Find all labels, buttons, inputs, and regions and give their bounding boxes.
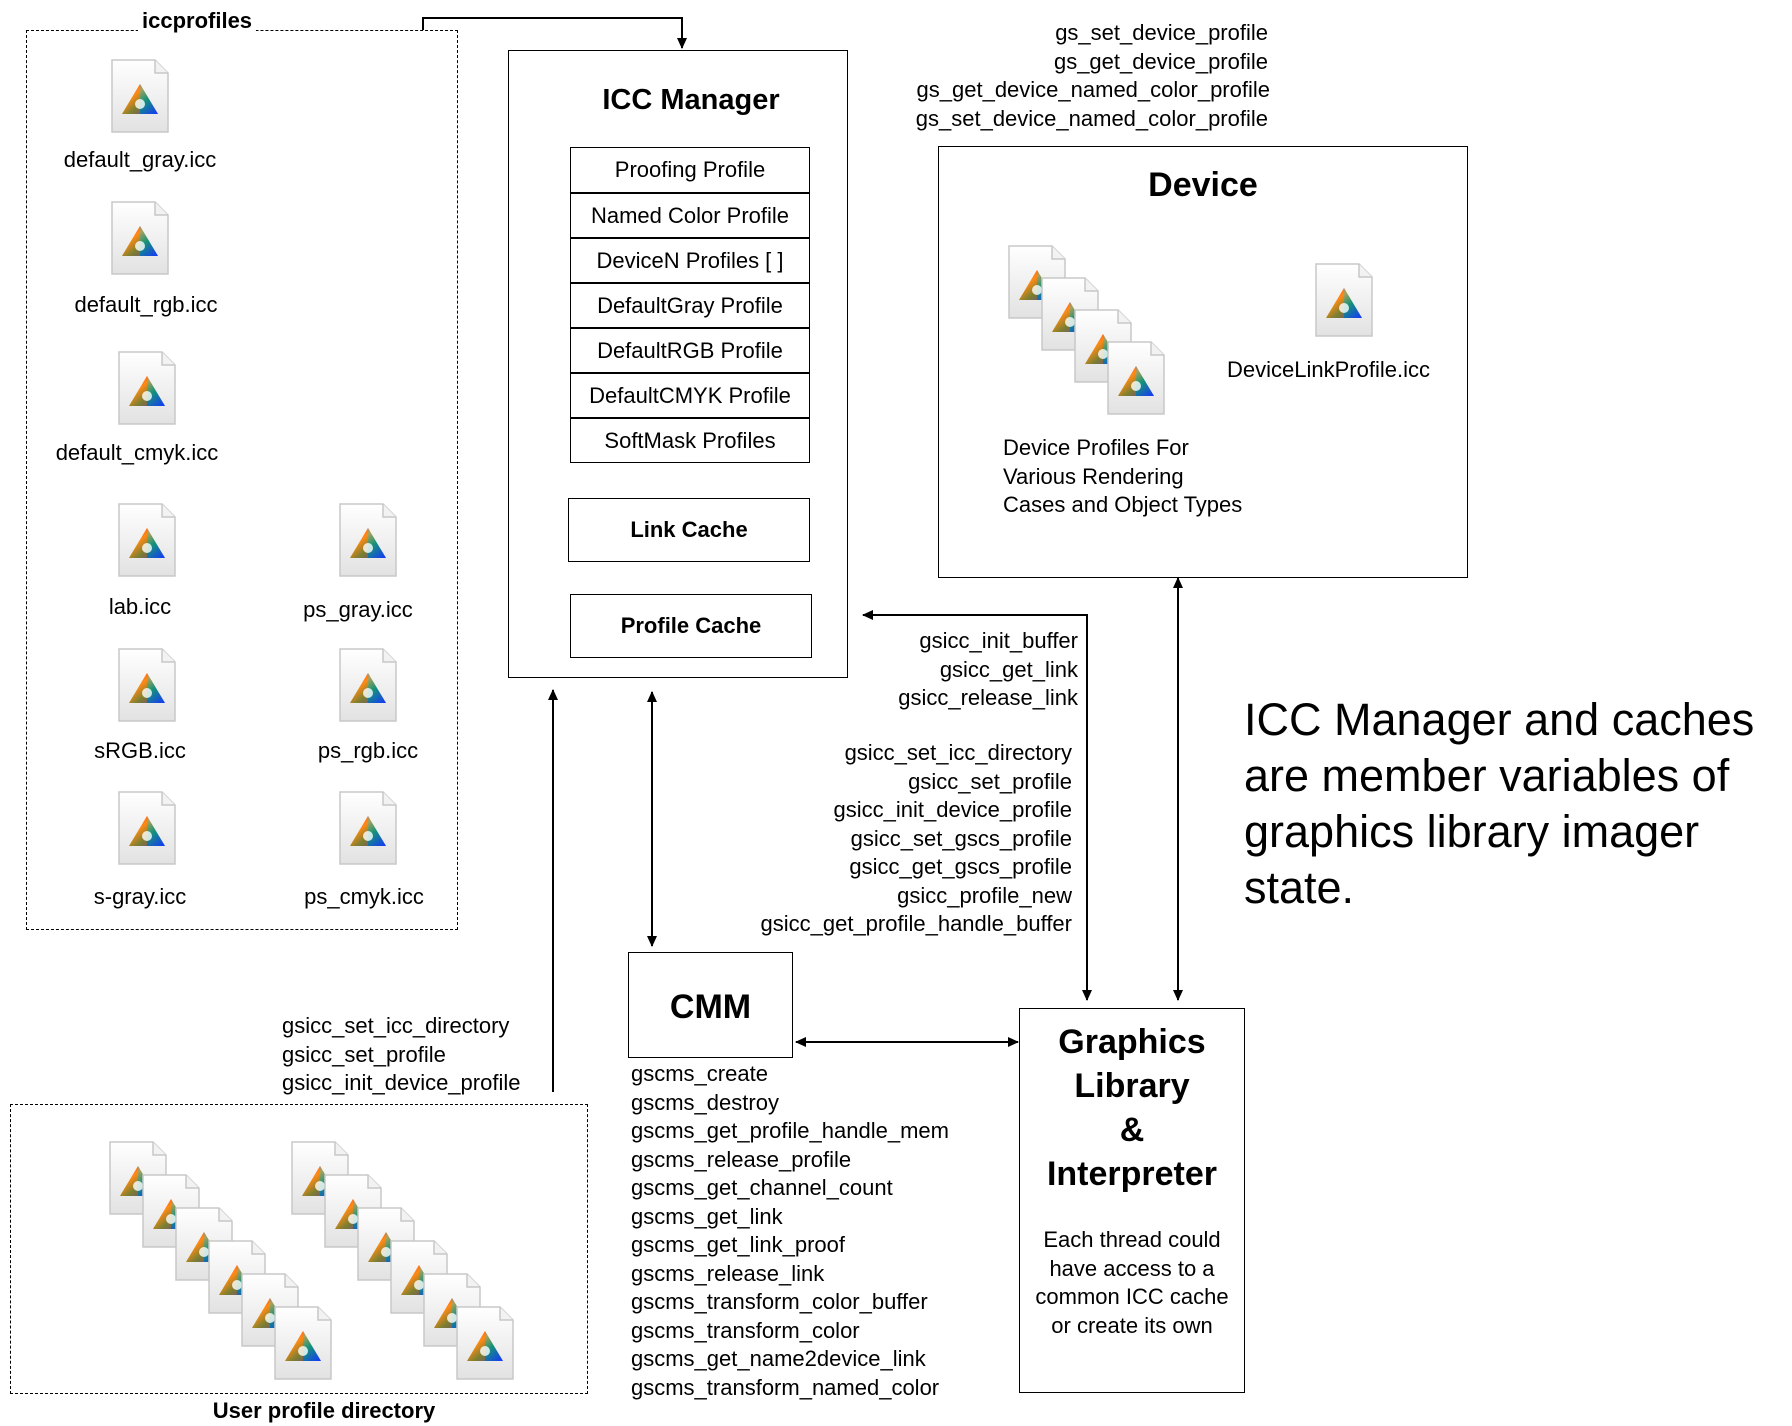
graphics-library-box: [1019, 1008, 1245, 1393]
manager-api-fn: gsicc_release_link: [898, 685, 1078, 710]
slot-named-color-profile: Named Color Profile: [570, 193, 810, 238]
device-profiles-caption-line: Device Profiles For: [1003, 435, 1189, 460]
icc-file-icon: [337, 647, 399, 723]
graphics-note-line: Each thread could: [1043, 1227, 1221, 1252]
slot-proofing-profile: Proofing Profile: [570, 147, 810, 193]
profile-cache-box: Profile Cache: [570, 594, 812, 658]
slot-defaultrgb-profile: DefaultRGB Profile: [570, 328, 810, 373]
manager-api-fn: gsicc_get_gscs_profile: [849, 854, 1072, 879]
graphics-title-line: Interpreter: [1046, 1155, 1218, 1193]
manager-api-fn: gsicc_init_buffer: [919, 628, 1078, 653]
cmm-api-fn: gscms_get_profile_handle_mem: [631, 1118, 949, 1143]
icc-file-icon: [454, 1305, 516, 1381]
manager-profile-api-list: gsicc_set_icc_directory gsicc_set_profil…: [700, 739, 1073, 939]
cmm-api-fn: gscms_transform_color: [631, 1317, 860, 1343]
icc-manager-title: ICC Manager: [602, 84, 780, 116]
icc-file-icon: [272, 1305, 334, 1381]
file-default-gray: default_gray.icc: [63, 147, 217, 172]
icc-file-icon: [116, 502, 178, 578]
icc-file-icon: [337, 790, 399, 866]
cmm-box: [628, 952, 793, 1058]
cmm-api-fn: gscms_release_profile: [631, 1146, 852, 1172]
cmm-api-fn: gscms_get_name2device_link: [631, 1346, 926, 1371]
file-lab: lab.icc: [108, 594, 172, 619]
icc-file-icon: [1105, 340, 1167, 416]
user-profile-directory-title: User profile directory: [212, 1398, 436, 1423]
graphics-title-line: Library: [1074, 1067, 1190, 1105]
device-api-fn: gs_get_device_profile: [1053, 48, 1268, 74]
device-api-fn: gs_get_device_named_color_profile: [916, 77, 1270, 102]
file-default-rgb: default_rgb.icc: [74, 292, 218, 317]
cmm-title: CMM: [669, 988, 752, 1026]
link-cache-box: Link Cache: [568, 498, 810, 562]
manager-api-fn: gsicc_set_icc_directory: [844, 740, 1072, 765]
cmm-api-fn: gscms_get_link_proof: [631, 1232, 846, 1257]
graphics-note-line: or create its own: [1051, 1312, 1213, 1338]
icc-file-icon: [116, 790, 178, 866]
cmm-api-fn: gscms_get_link: [631, 1203, 783, 1229]
file-default-cmyk: default_cmyk.icc: [55, 440, 219, 465]
device-api-list: gs_set_device_profile gs_get_device_prof…: [860, 19, 1270, 133]
cmm-api-fn: gscms_create: [631, 1061, 768, 1086]
graphics-note-line: common ICC cache: [1035, 1284, 1229, 1309]
icc-file-icon: [109, 58, 171, 134]
device-api-fn: gs_set_device_named_color_profile: [915, 105, 1268, 131]
note-line: state.: [1244, 862, 1355, 913]
device-box: [938, 146, 1468, 578]
imager-state-note: ICC Manager and caches are member variab…: [1244, 692, 1754, 916]
cmm-api-fn: gscms_transform_named_color: [631, 1374, 940, 1400]
slot-softmask-profiles: SoftMask Profiles: [570, 418, 810, 463]
note-line: are member variables of: [1244, 750, 1730, 801]
icc-file-icon: [109, 200, 171, 276]
icc-file-icon: [116, 647, 178, 723]
cmm-api-fn: gscms_destroy: [631, 1089, 779, 1115]
manager-api-fn: gsicc_get_profile_handle_buffer: [760, 911, 1073, 936]
slot-defaultcmyk-profile: DefaultCMYK Profile: [570, 373, 810, 418]
manager-api-fn: gsicc_get_link: [939, 656, 1078, 682]
file-srgb: sRGB.icc: [94, 738, 186, 763]
cmm-api-fn: gscms_release_link: [631, 1260, 825, 1286]
iccprofiles-title: iccprofiles: [138, 10, 257, 32]
graphics-library-title: Graphics Library & Interpreter: [1019, 1020, 1245, 1196]
manager-api-fn: gsicc_set_profile: [908, 768, 1072, 794]
device-api-fn: gs_set_device_profile: [1055, 20, 1268, 45]
file-ps-cmyk: ps_cmyk.icc: [304, 884, 424, 909]
file-ps-gray: ps_gray.icc: [303, 597, 413, 622]
file-s-gray: s-gray.icc: [93, 884, 187, 909]
icc-file-icon: [337, 502, 399, 578]
manager-api-fn: gsicc_set_gscs_profile: [850, 825, 1072, 851]
user-dir-api-list: gsicc_set_icc_directory gsicc_set_profil…: [282, 1012, 520, 1098]
slot-defaultgray-profile: DefaultGray Profile: [570, 283, 810, 328]
cmm-api-list: gscms_create gscms_destroy gscms_get_pro…: [631, 1060, 949, 1402]
manager-api-fn: gsicc_init_device_profile: [833, 797, 1072, 822]
graphics-thread-note: Each thread could have access to a commo…: [1019, 1226, 1245, 1340]
slot-devicen-profiles: DeviceN Profiles [ ]: [570, 238, 810, 283]
graphics-title-line: &: [1119, 1111, 1145, 1149]
note-line: ICC Manager and caches: [1244, 694, 1755, 745]
cmm-api-fn: gscms_transform_color_buffer: [631, 1289, 928, 1314]
user-dir-api-fn: gsicc_set_profile: [282, 1041, 446, 1067]
device-link-profile-label: DeviceLinkProfile.icc: [1227, 357, 1430, 382]
device-profiles-caption-line: Various Rendering: [1003, 463, 1184, 489]
user-profile-directory-folder: [10, 1104, 588, 1394]
user-dir-api-fn: gsicc_set_icc_directory: [282, 1013, 510, 1038]
device-profiles-caption-line: Cases and Object Types: [1003, 492, 1243, 517]
cmm-api-fn: gscms_get_channel_count: [631, 1175, 893, 1200]
manager-buffer-api-list: gsicc_init_buffer gsicc_get_link gsicc_r…: [800, 627, 1078, 713]
device-title: Device: [1148, 166, 1258, 204]
file-ps-rgb: ps_rgb.icc: [317, 738, 419, 763]
graphics-note-line: have access to a: [1049, 1255, 1215, 1281]
user-dir-api-fn: gsicc_init_device_profile: [282, 1070, 521, 1095]
icc-file-icon: [116, 350, 178, 426]
graphics-title-line: Graphics: [1058, 1023, 1206, 1061]
device-profiles-caption: Device Profiles For Various Rendering Ca…: [1003, 434, 1242, 520]
iccprofiles-to-manager-connector: [422, 17, 687, 49]
note-line: graphics library imager: [1244, 806, 1700, 857]
icc-file-icon: [1313, 262, 1375, 338]
manager-api-fn: gsicc_profile_new: [897, 882, 1072, 908]
